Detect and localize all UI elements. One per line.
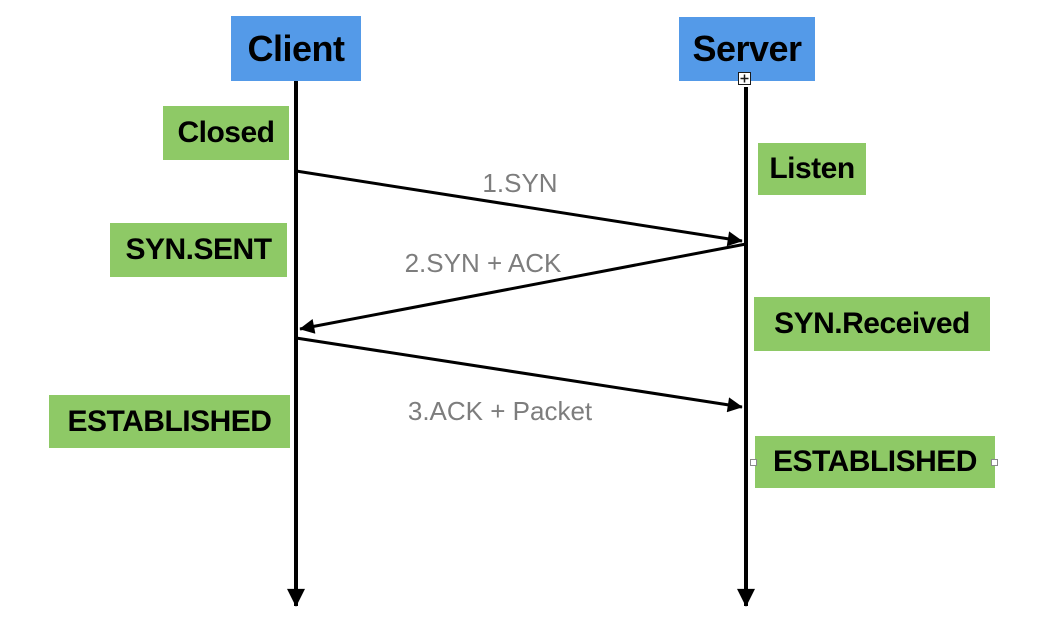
state-established-server[interactable]: ESTABLISHED <box>755 436 995 488</box>
state-closed-label: Closed <box>177 116 275 149</box>
state-syn-sent[interactable]: SYN.SENT <box>110 223 287 277</box>
selection-handle-right[interactable] <box>991 459 998 466</box>
state-closed[interactable]: Closed <box>163 106 289 160</box>
message-label-ack-packet[interactable]: 3.ACK + Packet <box>407 396 593 426</box>
actor-server-label: Server <box>692 28 802 69</box>
message-arrow-ack-packet[interactable] <box>295 336 743 413</box>
actor-server[interactable]: Server <box>679 17 815 81</box>
selection-handle-left[interactable] <box>750 459 757 466</box>
connection-plus-icon[interactable] <box>738 72 751 85</box>
message-arrow-syn[interactable] <box>295 169 743 247</box>
state-listen[interactable]: Listen <box>758 143 866 195</box>
state-syn-received-label: SYN.Received <box>774 307 970 340</box>
state-established-client-label: ESTABLISHED <box>67 404 272 438</box>
state-listen-label: Listen <box>769 152 855 185</box>
actor-client[interactable]: Client <box>231 16 361 81</box>
state-syn-received[interactable]: SYN.Received <box>754 297 990 351</box>
state-established-server-label: ESTABLISHED <box>773 445 977 478</box>
message-label-syn-ack[interactable]: 2.SYN + ACK <box>404 248 562 278</box>
state-established-client[interactable]: ESTABLISHED <box>49 395 290 448</box>
actor-client-label: Client <box>247 27 345 69</box>
message-arrow-syn-ack[interactable] <box>299 242 747 334</box>
message-label-syn[interactable]: 1.SYN <box>482 168 558 198</box>
plus-glyph <box>740 74 749 83</box>
state-syn-sent-label: SYN.SENT <box>125 233 272 266</box>
